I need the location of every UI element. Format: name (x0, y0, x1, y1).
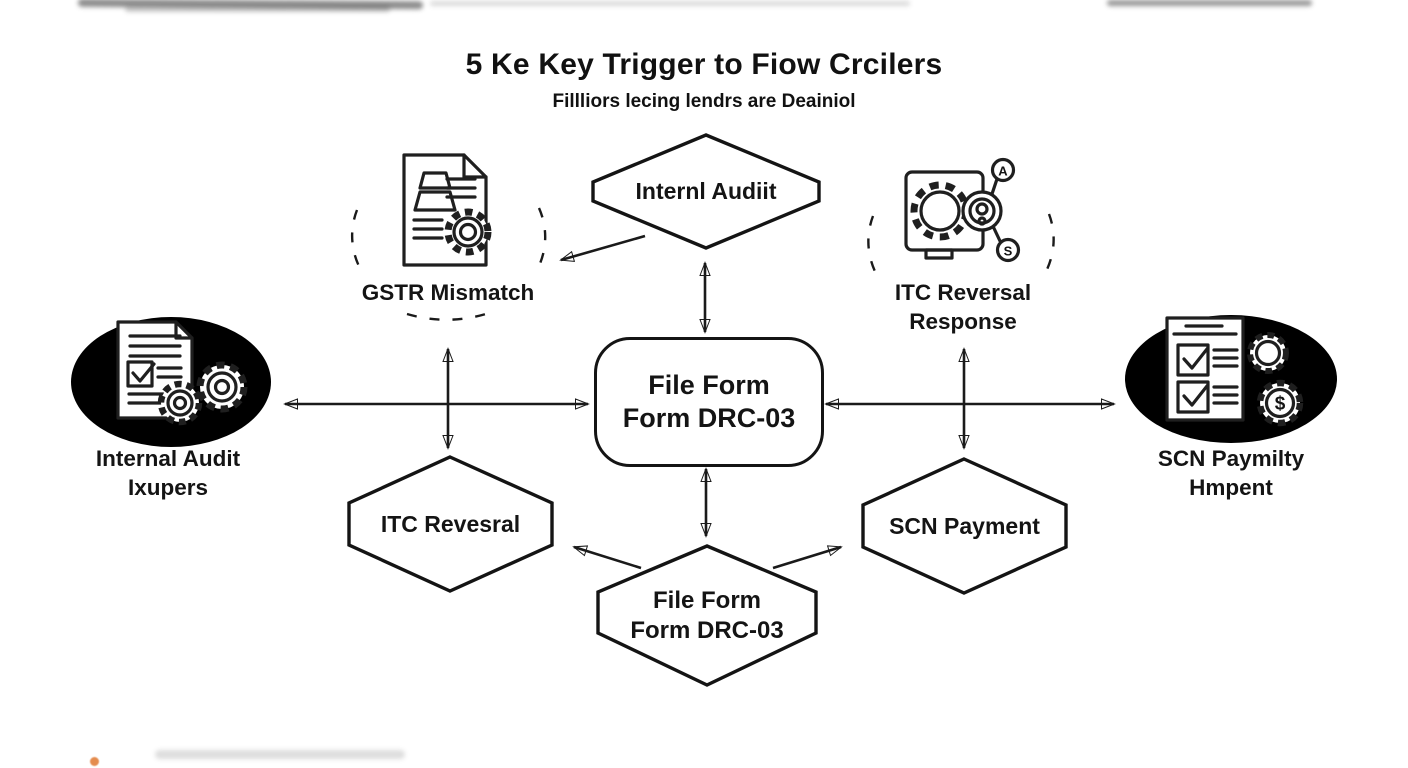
checkbox (1176, 343, 1210, 377)
center-box-line2: Form DRC-03 (622, 403, 796, 433)
checkbox (126, 360, 154, 388)
top-left-smudge-2 (125, 6, 390, 12)
target-icon (961, 190, 1003, 232)
text-lines (1172, 324, 1238, 336)
document-gear-icon (402, 153, 492, 267)
gear-icon (444, 208, 492, 256)
itc-reversal-response-label: ITC Reversal Response (843, 278, 1083, 337)
gear-icon (1247, 332, 1289, 374)
check-mark (131, 362, 156, 383)
gstr-dashed-arc-left (350, 209, 364, 273)
text-lines (127, 392, 165, 405)
gstr-dashed-arc-bottom (406, 311, 490, 321)
diamond-shape (347, 455, 554, 593)
node-itc-reversal-diamond: ITC Revesral (347, 455, 554, 593)
text-lines (445, 177, 477, 199)
check-mark (1182, 347, 1209, 370)
page-title: 5 Ke Key Trigger to Fiow Crcilers (465, 48, 943, 81)
center-box-line1: File Form (648, 370, 770, 401)
itc-dashed-arc-left (867, 215, 881, 280)
diamond-shape (596, 544, 818, 687)
itc-label-line1: ITC Reversal (894, 280, 1032, 305)
node-file-form-drc03-box: File Form Form DRC-03 (594, 337, 824, 467)
arrow-bottom-to-right-diamond (772, 545, 843, 570)
arrow-bottom-to-left-diamond (572, 545, 642, 570)
circle-s-badge: S (995, 237, 1021, 263)
arrow-top-diamond-to-gstr (559, 234, 646, 262)
diamond-shape (861, 457, 1068, 595)
diamond-shape (591, 133, 821, 250)
right-diamond-label: SCN Payment (889, 512, 1040, 539)
document-fold (462, 153, 488, 179)
top-right-smudge (1107, 0, 1312, 6)
node-internal-audit-diamond: Internl Audiit (589, 133, 823, 250)
text-lines (412, 218, 444, 240)
internal-audit-papers-label: Internal Audit Ixupers (48, 444, 288, 503)
text-lines (1212, 385, 1239, 405)
award-shape-lower (413, 190, 457, 212)
gear-icon (196, 361, 248, 413)
monitor-stand (924, 248, 954, 260)
bottom-left-smudge (155, 750, 405, 759)
scn-label-line2: Hmpent (1189, 475, 1273, 501)
page-subtitle: Fillliors lecing lendrs are Deainiol (552, 91, 856, 112)
top-diamond-label: Internl Audiit (635, 178, 777, 205)
scn-label-line1: SCN Paymilty (1157, 446, 1305, 471)
internal-audit-line2: Ixupers (127, 475, 209, 501)
connector-arrows (283, 234, 1116, 570)
text-lines (128, 334, 182, 358)
scn-payment-doc-label: SCN Paymilty Hmpent (1111, 444, 1351, 503)
gstr-mismatch-label: GSTR Mismatch (361, 280, 535, 305)
monitor-gear-target-icon: A S (904, 157, 1021, 263)
itc-dashed-arc-right (1041, 213, 1055, 278)
circle-a-badge: A (990, 157, 1016, 183)
svg-text:S: S (1004, 244, 1013, 259)
node-file-form-drc03-diamond: File Form Form DRC-03 (596, 544, 818, 687)
text-lines (156, 366, 183, 379)
checked-document-gears-icon (116, 320, 248, 426)
bottom-diamond-line1: File Form (652, 587, 761, 615)
text-lines (1212, 348, 1239, 368)
checkbox (1176, 380, 1210, 414)
dollar-gear-icon: $ (1256, 379, 1304, 427)
internal-audit-line1: Internal Audit (95, 446, 241, 471)
svg-text:A: A (998, 164, 1008, 179)
svg-text:$: $ (1275, 394, 1286, 415)
checklist-gears-icon: $ (1165, 316, 1304, 427)
gear-icon (157, 380, 203, 426)
itc-label-line2: Response (909, 309, 1017, 335)
check-mark (1182, 384, 1209, 407)
left-diamond-label: ITC Revesral (380, 510, 521, 537)
top-mid-smudge (430, 1, 910, 6)
bottom-diamond-line2: Form DRC-03 (630, 616, 784, 644)
gstr-dashed-arc-right (534, 207, 547, 273)
document-fold (174, 320, 194, 340)
orange-dot-artifact (90, 757, 99, 766)
node-scn-payment-diamond: SCN Payment (861, 457, 1068, 595)
